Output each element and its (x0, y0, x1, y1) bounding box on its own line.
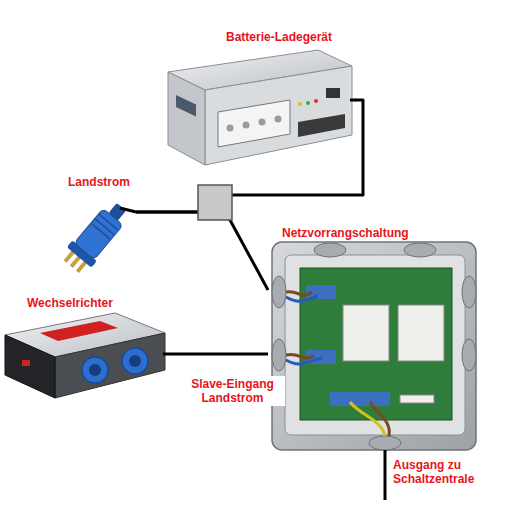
wire (286, 296, 318, 301)
cable (163, 353, 268, 356)
charger-switch (326, 88, 340, 98)
charger-end (168, 72, 205, 165)
terminal-screw (243, 122, 250, 129)
inverter-picture (5, 313, 165, 398)
terminal-screw (275, 116, 282, 123)
device-label: Landstrom (68, 175, 136, 189)
wire (286, 354, 314, 358)
circuit-board (300, 268, 452, 420)
charger-front (205, 66, 352, 165)
inverter-socket (122, 348, 148, 374)
cable-gland (404, 243, 436, 257)
cable (136, 100, 363, 212)
device-label: Batterie-Ladegerät (226, 30, 355, 44)
plug-cable-stub (120, 208, 136, 212)
fuse (400, 395, 434, 403)
cable-gland (272, 276, 286, 308)
edge-label: Slave-Eingang Landstrom (181, 376, 285, 406)
device-node: Batterie-Ladegerät (160, 28, 355, 170)
housing (272, 242, 476, 450)
housing-rim (285, 255, 465, 435)
relay (398, 305, 444, 361)
terminal-screw (227, 125, 234, 132)
device-node: Landstrom (55, 172, 136, 277)
wire (370, 402, 389, 436)
cable (136, 212, 268, 290)
inverter-end (5, 335, 55, 398)
wire (350, 402, 385, 436)
output-label: Ausgang zu Schaltzentrale (393, 458, 493, 486)
charger-display (176, 95, 196, 116)
strain-relief (108, 203, 126, 221)
cable-gland (369, 436, 401, 450)
wire (286, 292, 312, 295)
cable-gland (462, 276, 476, 308)
inverter-front (55, 333, 165, 398)
grip-rib (92, 224, 110, 239)
junction-box (198, 185, 232, 220)
charger-picture (168, 50, 356, 165)
charger-connector (298, 114, 345, 137)
status-led (298, 102, 302, 106)
status-led (306, 101, 310, 105)
terminal-strip (330, 392, 390, 406)
cable-gland (462, 339, 476, 371)
switch-box-picture (272, 242, 476, 450)
status-led (314, 99, 318, 103)
device-label: Netzvorrangschaltung (282, 226, 480, 240)
wire (286, 358, 322, 364)
socket-hole (89, 364, 101, 376)
grip-rib (96, 219, 114, 234)
inverter-label (40, 321, 118, 341)
charger-terminal-block (218, 100, 290, 147)
device-label: Wechselrichter (27, 296, 163, 310)
device-node: Wechselrichter (3, 294, 163, 404)
relay (343, 305, 389, 361)
inverter-switch (22, 360, 30, 366)
terminal-screw (259, 119, 266, 126)
inverter-socket (82, 357, 108, 383)
socket-hole (129, 355, 141, 367)
cable-gland (272, 339, 286, 371)
cable-gland (314, 243, 346, 257)
device-node: Netzvorrangschaltung (268, 224, 480, 454)
output-cable (384, 450, 387, 500)
